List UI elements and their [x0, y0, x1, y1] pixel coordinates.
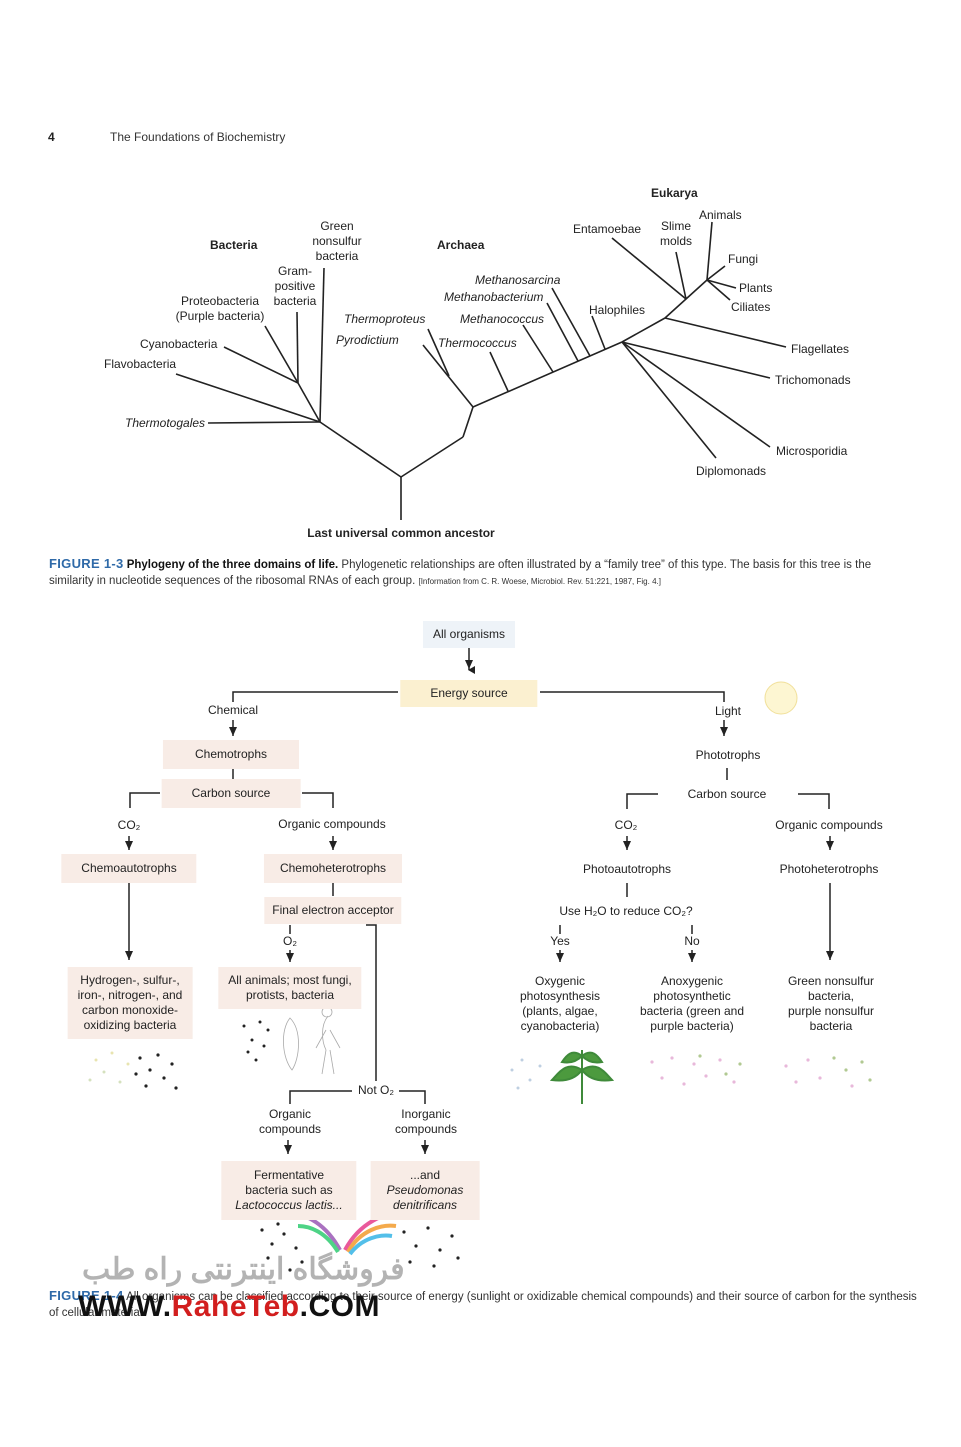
node-chemoautotrophs: Chemoautotrophs — [61, 854, 197, 883]
taxon-thermotogales: Thermotogales — [125, 416, 206, 430]
taxon-cyanobacteria: Cyanobacteria — [140, 337, 218, 351]
domain-eukarya: Eukarya — [651, 186, 698, 200]
taxon-fungi: Fungi — [728, 252, 759, 266]
bacteria-illustrations — [88, 1006, 872, 1272]
label-co2-left: CO₂ — [117, 818, 141, 832]
figure-1-3-source: [Information from C. R. Woese, Microbiol… — [418, 577, 661, 586]
node-photoheterotrophs: Photoheterotrophs — [779, 862, 879, 876]
taxon-halophiles: Halophiles — [589, 303, 646, 317]
taxon-flagellates: Flagellates — [791, 342, 850, 356]
figure-1-4-text: All organisms can be classified accordin… — [49, 1291, 917, 1319]
figure-1-4-label: FIGURE 1-4 — [49, 1288, 124, 1303]
figure-1-3-caption: FIGURE 1-3 Phylogeny of the three domain… — [49, 556, 919, 590]
taxon-trichomonads: Trichomonads — [775, 373, 851, 387]
taxon-plants: Plants — [739, 281, 773, 295]
taxon-thermococcus: Thermococcus — [438, 336, 517, 350]
taxon-proteobacteria: Proteobacteria(Purple bacteria) — [175, 294, 265, 323]
node-phototrophs: Phototrophs — [695, 748, 761, 762]
node-carbon-source-left: Carbon source — [161, 779, 301, 808]
node-use-h2o: Use H₂O to reduce CO₂? — [559, 904, 693, 918]
taxon-animals: Animals — [699, 208, 742, 222]
taxon-thermoproteus: Thermoproteus — [344, 312, 426, 326]
sun-icon — [764, 681, 798, 715]
page-number: 4 — [48, 130, 55, 144]
node-aerobic-examples: All animals; most fungi,protists, bacter… — [218, 967, 362, 1009]
taxon-flavobacteria: Flavobacteria — [104, 357, 177, 371]
label-o2: O₂ — [283, 934, 297, 948]
label-organic-right: Organic compounds — [775, 818, 883, 832]
label-co2-right: CO₂ — [614, 818, 638, 832]
domain-bacteria: Bacteria — [210, 238, 258, 252]
taxon-entamoebae: Entamoebae — [573, 222, 642, 236]
figure-1-3-title: Phylogeny of the three domains of life. — [126, 559, 339, 571]
taxon-pyrodictium: Pyrodictium — [336, 333, 399, 347]
figure-1-3-text: Phylogenetic relationships are often ill… — [49, 559, 872, 587]
taxon-diplomonads: Diplomonads — [696, 464, 767, 478]
label-no: No — [684, 934, 700, 948]
node-chemoheterotrophs: Chemoheterotrophs — [263, 854, 403, 883]
figure-1-3-label: FIGURE 1-3 — [49, 556, 124, 571]
label-yes: Yes — [550, 934, 570, 948]
label-light: Light — [714, 704, 742, 718]
label-chemical: Chemical — [207, 703, 259, 717]
label-not-o2: Not O₂ — [356, 1083, 396, 1098]
node-chemotrophs: Chemotrophs — [162, 740, 300, 769]
root-label: Last universal common ancestor — [307, 526, 495, 540]
taxon-methanobacterium: Methanobacterium — [444, 290, 544, 304]
domain-archaea: Archaea — [437, 238, 485, 252]
node-all-organisms: All organisms — [422, 621, 516, 648]
node-energy-source: Energy source — [400, 680, 538, 707]
node-final-electron-acceptor: Final electron acceptor — [264, 897, 402, 924]
node-photoautotrophs: Photoautotrophs — [582, 862, 672, 876]
figure-1-4-caption: FIGURE 1-4 All organisms can be classifi… — [49, 1288, 919, 1321]
node-carbon-source-right: Carbon source — [687, 787, 767, 801]
watermark-url: WWW.RaheTeb.COM — [78, 1290, 380, 1323]
label-organic-left: Organic compounds — [278, 817, 386, 831]
node-chemoautotroph-examples: Hydrogen-, sulfur-,iron-, nitrogen-, and… — [67, 967, 193, 1039]
taxon-methanococcus: Methanococcus — [460, 312, 545, 326]
running-title: The Foundations of Biochemistry — [110, 130, 286, 144]
taxon-ciliates: Ciliates — [731, 300, 771, 314]
taxon-methanosarcina: Methanosarcina — [475, 273, 561, 287]
taxon-microsporidia: Microsporidia — [776, 444, 848, 458]
watermark-persian: فروشگاه اینترنتی راه طب — [82, 1253, 405, 1286]
